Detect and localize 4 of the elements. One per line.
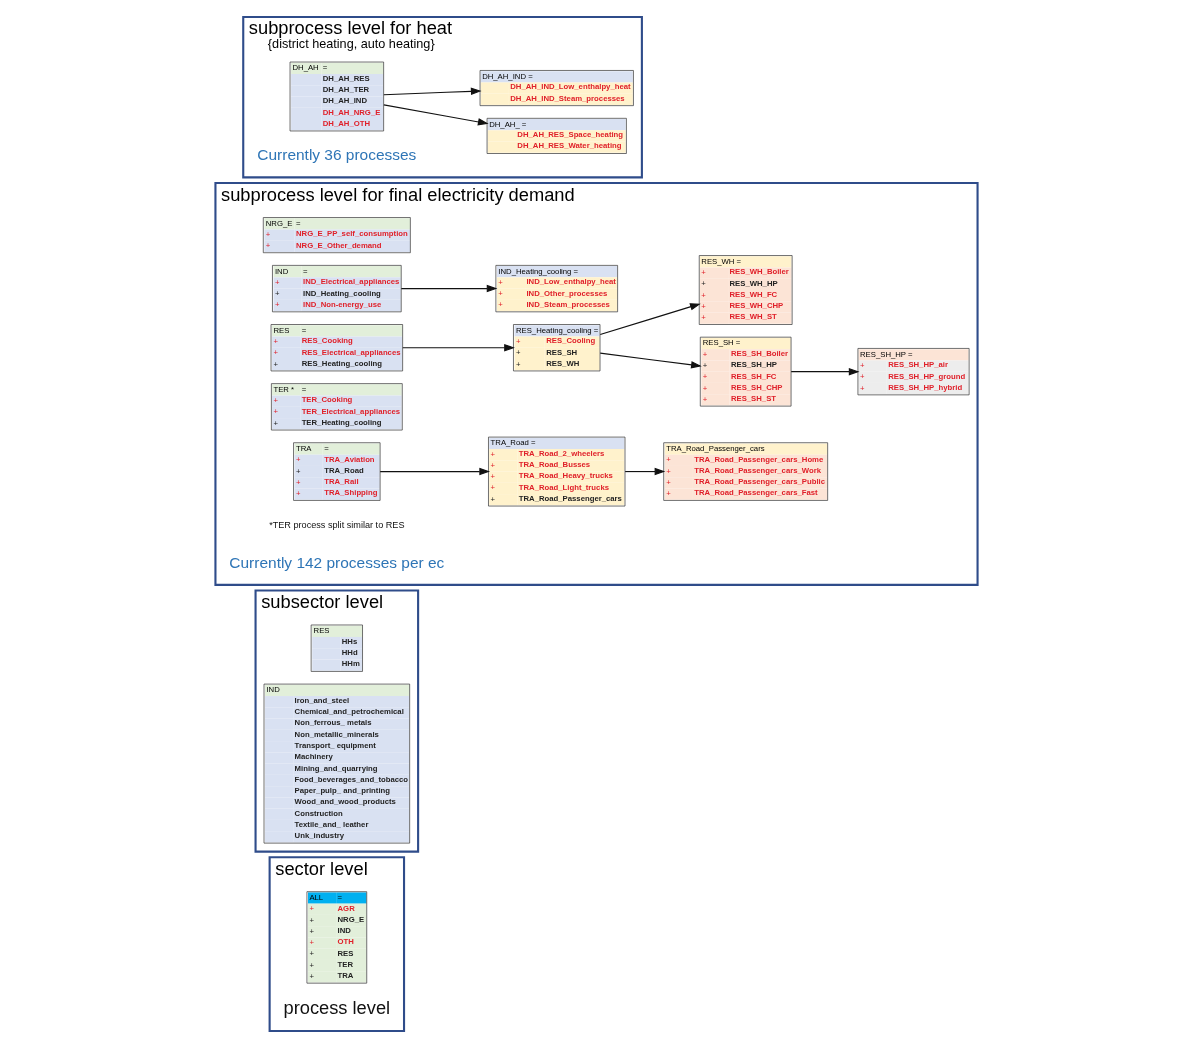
label: Currently 36 processes xyxy=(256,146,416,164)
label: Currently 142 processes per ec xyxy=(228,553,444,571)
label: *TER process split similar to RES xyxy=(268,520,405,531)
label: process level xyxy=(282,996,390,1018)
